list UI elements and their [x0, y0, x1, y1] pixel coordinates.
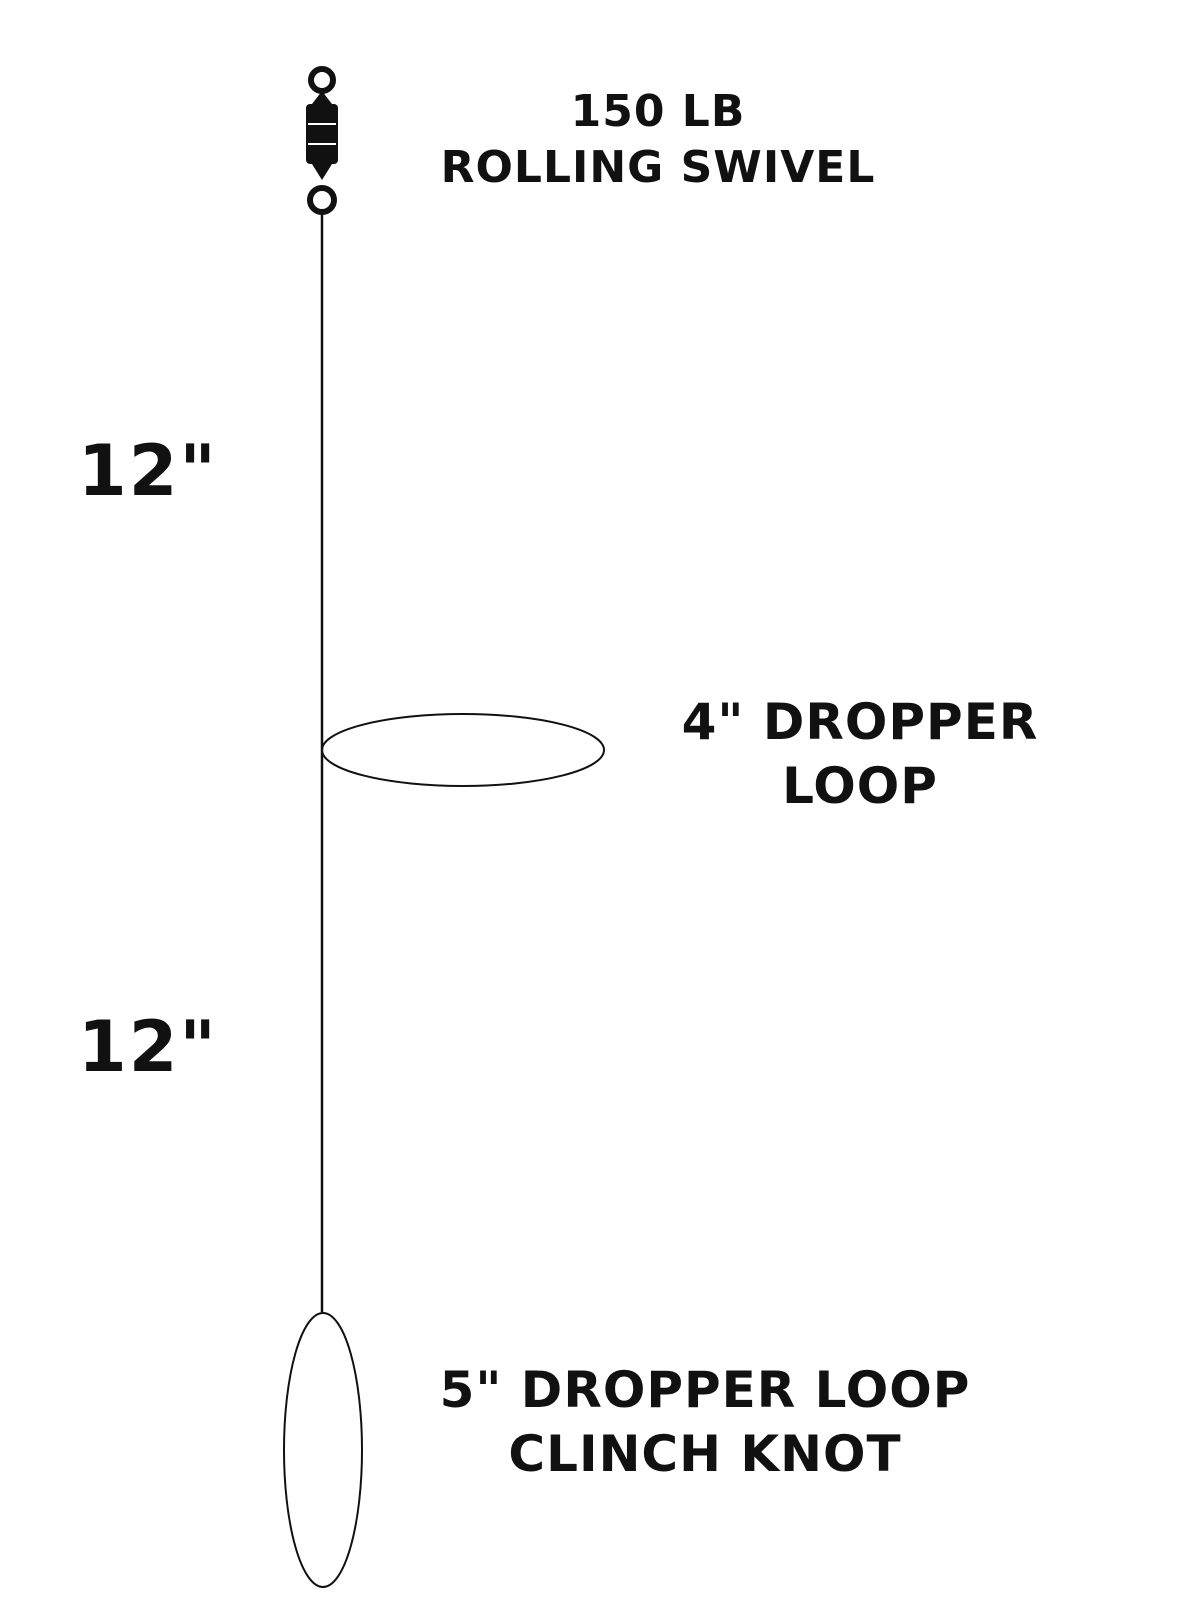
dropper-loop-4-label: 4" DROPPER LOOP	[640, 690, 1080, 818]
dropper-loop-5-label: 5" DROPPER LOOP CLINCH KNOT	[425, 1358, 985, 1486]
dropper-loop-4-line2: LOOP	[782, 757, 938, 815]
dropper-loop-4-shape	[321, 713, 605, 787]
swivel-weight-text: 150 LB	[570, 86, 746, 137]
dropper-loop-5-shape	[283, 1312, 363, 1588]
top-segment-length: 12"	[78, 430, 218, 512]
rolling-swivel-icon	[306, 66, 338, 215]
bottom-segment-length: 12"	[78, 1006, 218, 1088]
dropper-loop-5-line1: 5" DROPPER LOOP	[439, 1361, 971, 1419]
swivel-label: 150 LB ROLLING SWIVEL	[388, 84, 928, 197]
dropper-loop-5-line2: CLINCH KNOT	[508, 1425, 902, 1483]
dropper-loop-4-line1: 4" DROPPER	[681, 693, 1039, 751]
swivel-type-text: ROLLING SWIVEL	[440, 142, 876, 194]
